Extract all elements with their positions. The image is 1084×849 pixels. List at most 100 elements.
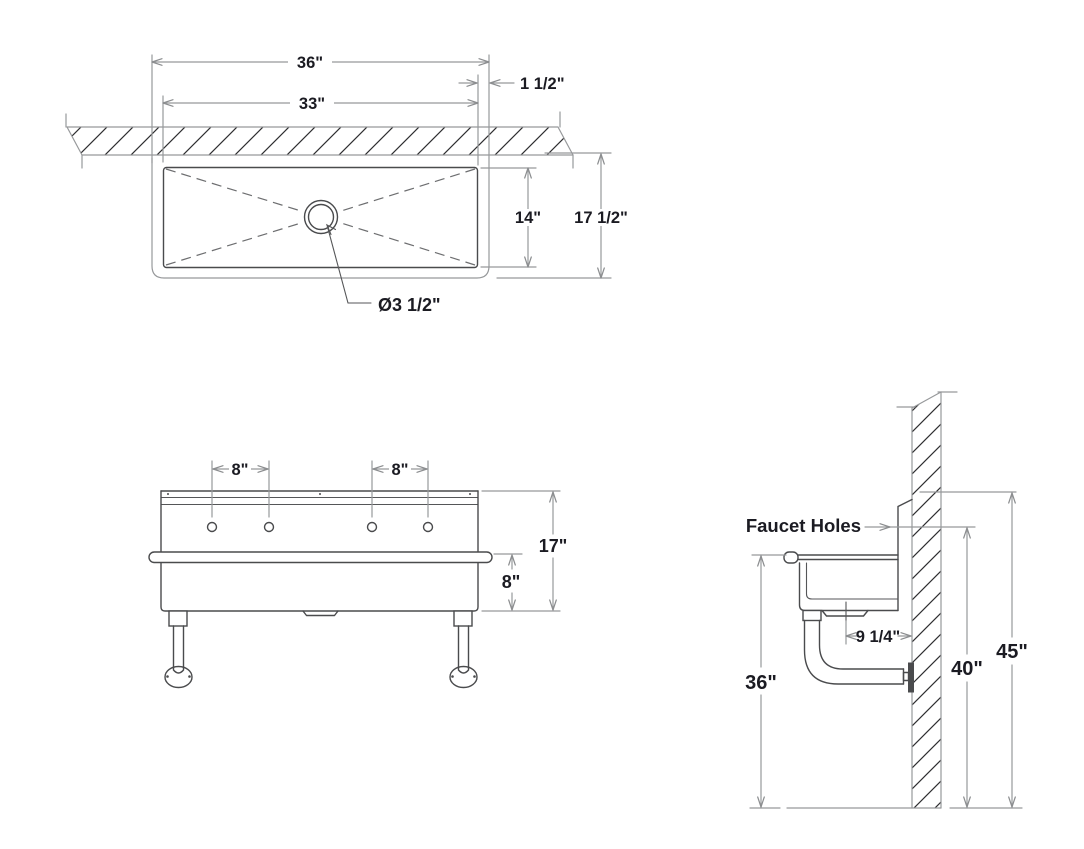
drain-pipe-inner — [818, 619, 905, 670]
rivet-dot-icon — [319, 493, 321, 495]
dim-edge-offset-label: 1 1/2" — [520, 75, 565, 93]
drain-sump-bump — [302, 610, 339, 617]
left-leg — [164, 610, 193, 689]
leg-socket — [453, 610, 473, 627]
leg-socket — [168, 610, 188, 627]
basin-outline — [162, 166, 479, 269]
top-view: 36" 33" 1 1/2" 14" 17 1/2" Ø3 1/2" — [65, 54, 633, 315]
right-leg — [449, 610, 478, 689]
top-view-sink — [151, 157, 490, 304]
side-view-sink — [783, 498, 914, 693]
wall-edges — [911, 391, 942, 809]
splash-top-height-label: 45" — [996, 641, 1028, 663]
wall-flange — [908, 662, 914, 693]
top-view-dimensions: 36" 33" 1 1/2" 14" 17 1/2" Ø3 1/2" — [151, 54, 633, 315]
dim-8h-arrows-icon — [508, 554, 516, 611]
label-bg — [947, 655, 987, 681]
wall-edges — [66, 126, 574, 156]
faucet-hole-icon — [422, 521, 434, 533]
faucet-hole-icon — [366, 521, 378, 533]
pipe-stub — [902, 671, 910, 682]
drain-inner-circle — [307, 203, 335, 231]
faucet-holes-label: Faucet Holes — [746, 515, 861, 536]
backsplash-profile — [897, 498, 913, 612]
dim-inner-width-label: 33" — [299, 95, 325, 113]
backsplash-band-lines — [160, 496, 479, 506]
leg-tube — [457, 625, 470, 674]
label-bg — [569, 209, 633, 226]
drain-leader-arrow-icon — [325, 223, 337, 236]
bowl-inner-profile — [805, 562, 899, 600]
extension-lines — [481, 490, 561, 612]
flange-bolt-icon — [473, 675, 476, 678]
wall-break-ticks — [65, 111, 574, 169]
drain-to-wall-label: 9 1/4" — [856, 628, 901, 646]
dim-8-arrows-icon — [212, 465, 428, 473]
label-bg — [508, 209, 548, 226]
dim-9-25-arrows-icon — [845, 632, 912, 640]
drain-leader-line — [326, 224, 372, 304]
leg-tube — [172, 625, 185, 674]
faucet-leader-arrow-icon — [879, 523, 891, 531]
extension-lines — [151, 54, 490, 166]
rivet-dot-icon — [469, 493, 471, 495]
rim-height-label: 36" — [745, 672, 777, 694]
dim-height-lines — [511, 491, 554, 611]
bowl-height-label: 8" — [502, 572, 521, 592]
leg-flange — [449, 665, 478, 689]
label-bg — [500, 571, 523, 592]
label-bg — [288, 54, 332, 71]
front-view: 8" 8" 17" 8" — [148, 460, 570, 689]
dim-45-arrows-icon — [1008, 492, 1016, 808]
wall-break-ticks — [896, 391, 958, 408]
label-bg — [536, 535, 570, 556]
label-bg — [389, 461, 411, 477]
dim-overall-depth-label: 17 1/2" — [574, 209, 628, 227]
drain-sump-profile — [821, 609, 869, 617]
label-bg — [741, 668, 781, 694]
front-view-sink — [148, 490, 493, 689]
top-view-wall — [65, 111, 574, 169]
dim-17-5-arrows-icon — [597, 153, 605, 279]
faucet-hole-icon — [263, 521, 275, 533]
dim-36-arrows-icon — [757, 555, 765, 808]
rolled-rim-profile — [783, 551, 799, 564]
sink-body-outline — [160, 490, 479, 612]
front-view-dimensions: 8" 8" 17" 8" — [211, 460, 570, 612]
bowl-outer-profile — [798, 562, 899, 612]
dim-17-arrows-icon — [549, 491, 557, 611]
flange-bolt-icon — [188, 675, 191, 678]
faucet-center-lines — [211, 460, 429, 518]
faucet-hole-icon — [206, 521, 218, 533]
flange-bolt-icon — [451, 675, 454, 678]
dim-14-lines — [480, 167, 537, 268]
rivet-dot-icon — [167, 493, 169, 495]
label-bg — [290, 95, 334, 112]
sink-top-edge — [796, 554, 899, 561]
overall-height-label: 17" — [539, 536, 568, 556]
dim-14-arrows-icon — [524, 167, 532, 268]
drain-outer-circle — [303, 199, 339, 235]
drain-diameter-label: Ø3 1/2" — [378, 295, 441, 315]
dim-33-arrows-icon — [162, 99, 479, 107]
wall-hatch-band — [67, 127, 573, 155]
leg-flange — [164, 665, 193, 689]
sink-rim-outline — [151, 157, 490, 279]
faucet-spacing-right-label: 8" — [392, 461, 409, 479]
side-view: Faucet Holes 9 1/4" 36" 40" 45" — [741, 391, 1032, 809]
dim-overall-width-label: 36" — [297, 54, 323, 72]
dim-40-arrows-icon — [963, 527, 971, 808]
dim-17-5-lines — [496, 152, 612, 279]
dim-basin-depth-label: 14" — [515, 209, 541, 227]
side-view-wall — [749, 391, 1023, 809]
dim-1-5-arrows-icon — [466, 79, 501, 87]
drain-pipe-outer — [803, 619, 905, 685]
dim-36-arrows-icon — [151, 58, 490, 66]
label-bg — [992, 638, 1032, 664]
label-bg — [229, 461, 251, 477]
wall-hatch-band — [912, 392, 941, 808]
basin-slope-lines — [165, 168, 476, 266]
side-view-dimensions: Faucet Holes 9 1/4" 36" 40" 45" — [741, 491, 1032, 809]
